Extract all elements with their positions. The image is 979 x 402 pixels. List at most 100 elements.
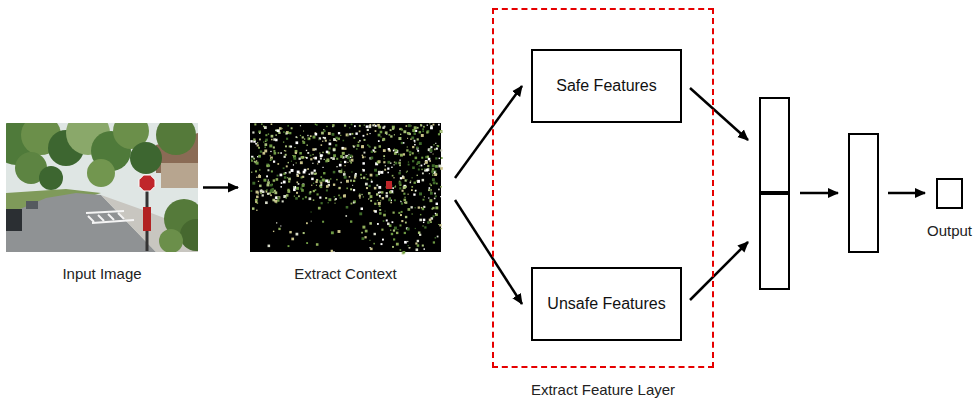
context-speck	[430, 146, 432, 148]
context-speck	[422, 179, 424, 181]
context-speck	[296, 174, 298, 176]
context-speck	[429, 219, 432, 222]
caption-label: Extract Feature Layer	[531, 381, 675, 398]
context-speck	[311, 178, 313, 180]
context-speck	[287, 177, 288, 178]
context-speck	[265, 134, 267, 136]
context-speck	[392, 175, 394, 177]
context-speck	[403, 130, 406, 133]
context-speck	[400, 154, 403, 157]
context-speck	[377, 200, 378, 201]
context-speck	[268, 179, 269, 180]
context-speck	[351, 203, 353, 205]
context-speck	[339, 170, 342, 173]
context-speck	[428, 189, 430, 191]
context-speck	[406, 125, 408, 127]
context-speck	[375, 130, 377, 132]
context-speck	[370, 133, 371, 134]
context-speck	[365, 183, 368, 186]
context-speck	[399, 224, 401, 226]
context-speck	[375, 125, 377, 127]
context-speck	[377, 161, 380, 164]
context-speck	[368, 185, 370, 187]
context-speck	[302, 198, 304, 200]
context-speck	[312, 163, 313, 164]
context-speck	[319, 152, 320, 153]
context-speck	[346, 133, 349, 136]
context-speck	[362, 156, 364, 158]
context-speck	[281, 182, 283, 184]
context-speck	[381, 229, 383, 231]
context-speck	[395, 149, 398, 152]
context-speck	[386, 219, 388, 221]
context-speck	[256, 160, 257, 161]
context-speck	[412, 160, 414, 162]
context-speck	[396, 243, 399, 246]
context-speck	[349, 161, 350, 162]
context-speck	[341, 169, 342, 170]
context-speck	[290, 146, 292, 148]
context-speck	[259, 185, 261, 187]
context-speck	[373, 243, 375, 245]
context-speck	[321, 202, 323, 204]
context-speck	[359, 195, 361, 197]
context-speck	[347, 135, 348, 136]
context-speck	[318, 207, 321, 210]
context-speck	[401, 211, 403, 213]
context-speck	[257, 144, 259, 146]
context-speck	[422, 225, 423, 226]
context-speck	[411, 206, 413, 208]
context-speck	[392, 128, 394, 130]
context-speck	[349, 159, 351, 161]
context-speck	[436, 203, 438, 205]
context-speck	[343, 173, 346, 176]
context-speck	[420, 214, 421, 215]
context-speck	[407, 228, 410, 231]
context-speck	[372, 124, 374, 126]
context-speck	[303, 131, 304, 132]
context-speck	[435, 143, 436, 144]
context-speck	[433, 241, 435, 243]
context-speck	[326, 185, 329, 188]
context-speck	[399, 159, 400, 160]
context-speck	[422, 172, 424, 174]
context-speck	[433, 124, 435, 126]
context-speck	[314, 157, 317, 160]
context-speck	[403, 186, 406, 189]
context-speck	[291, 169, 294, 172]
context-speck	[417, 138, 419, 140]
context-speck	[328, 202, 329, 203]
context-speck	[288, 162, 289, 163]
context-speck	[368, 145, 369, 146]
context-speck	[379, 205, 381, 207]
context-speck	[402, 190, 404, 192]
context-speck	[427, 221, 429, 223]
context-speck	[299, 158, 301, 160]
context-speck	[263, 126, 265, 128]
context-speck	[366, 187, 368, 189]
feature-layer-region: Extract Feature LayerSafe FeaturesUnsafe…	[492, 8, 714, 368]
context-speck	[255, 143, 257, 145]
context-speck	[359, 125, 361, 127]
context-speck	[335, 144, 337, 146]
context-speck	[320, 154, 323, 157]
context-speck	[359, 212, 362, 215]
context-speck	[418, 231, 420, 233]
context-speck	[364, 139, 366, 141]
context-speck	[415, 130, 417, 132]
context-speck	[307, 144, 308, 145]
context-speck	[297, 171, 300, 174]
context-speck	[270, 157, 273, 160]
context-speck	[410, 180, 411, 181]
context-speck	[395, 150, 398, 153]
context-speck	[422, 128, 424, 130]
context-speck	[270, 155, 271, 156]
context-speck	[374, 147, 376, 149]
context-speck	[257, 156, 258, 157]
context-speck	[338, 132, 340, 134]
context-speck	[391, 167, 392, 168]
context-speck	[284, 176, 286, 178]
context-speck	[406, 149, 408, 151]
context-speck	[295, 152, 297, 154]
context-speck	[417, 150, 419, 152]
